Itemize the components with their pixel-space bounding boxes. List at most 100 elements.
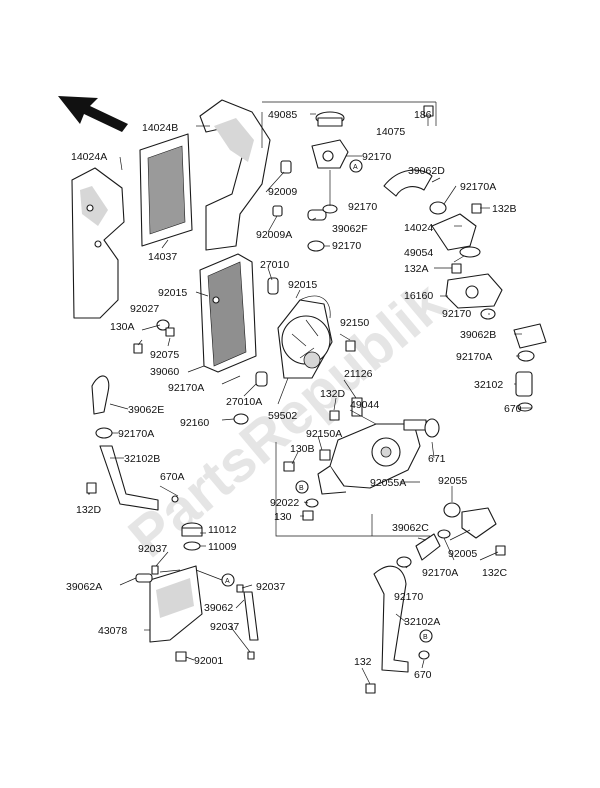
pipe-32102 — [515, 371, 533, 397]
label-130: 130 — [274, 511, 292, 523]
label-92037-1: 92037 — [138, 543, 167, 555]
label-670-2: 670 — [414, 669, 432, 681]
label-132: 132 — [354, 656, 372, 668]
label-39060: 39060 — [150, 366, 179, 378]
clip-92037-left — [151, 565, 159, 575]
label-92150: 92150 — [340, 317, 369, 329]
bolt-130B — [283, 461, 295, 472]
washer-92022 — [305, 498, 319, 508]
clamp-92170A-upper — [429, 201, 447, 215]
label-92001: 92001 — [194, 655, 223, 667]
clamp-92170-upper — [322, 204, 338, 214]
label-16160: 16160 — [404, 290, 433, 302]
clamp-92170A-right — [517, 350, 535, 362]
label-32102: 32102 — [474, 379, 503, 391]
hose-39062 — [243, 591, 259, 641]
label-92170-d: 92170 — [442, 308, 471, 320]
label-92170A-5: 92170A — [422, 567, 458, 579]
label-92022: 92022 — [270, 497, 299, 509]
label-92009: 92009 — [268, 186, 297, 198]
svg-text:B: B — [423, 634, 428, 641]
front-direction-arrow — [58, 96, 128, 132]
hose-39062E — [91, 375, 110, 415]
radiator-core-39060 — [199, 253, 257, 373]
label-132B: 132B — [492, 203, 517, 215]
label-132C: 132C — [482, 567, 508, 579]
label-11012: 11012 — [208, 524, 237, 536]
bolt-132C — [495, 545, 506, 556]
label-92055A: 92055A — [370, 477, 406, 489]
label-43078: 43078 — [98, 625, 127, 637]
bolt-132D-upper — [329, 410, 340, 421]
label-670-1: 670 — [504, 403, 522, 415]
label-49054: 49054 — [404, 247, 433, 259]
label-92170A-3: 92170A — [168, 382, 204, 394]
label-27010A: 27010A — [226, 396, 262, 408]
thermostat-cover-14024 — [431, 213, 477, 251]
label-39062E: 39062E — [128, 404, 164, 416]
clamp-92170-lower — [396, 556, 412, 568]
label-92170-e: 92170 — [394, 591, 423, 603]
bolt-186 — [423, 105, 434, 117]
label-92037-3: 92037 — [210, 621, 239, 633]
seal-11009 — [183, 541, 201, 551]
label-186: 186 — [414, 109, 432, 121]
o-ring-92055 — [443, 502, 461, 518]
grommet-92075 — [165, 327, 175, 337]
label-11009: 11009 — [208, 541, 237, 553]
callout-b-lower: B — [419, 629, 433, 643]
hose-39062B — [513, 323, 547, 349]
clamp-92170A-lower — [437, 529, 451, 539]
bolt-130 — [302, 510, 314, 521]
fan-wire — [299, 295, 331, 319]
radiator-screen-14037 — [139, 133, 193, 247]
label-21126: 21126 — [344, 368, 373, 380]
bolt-92009 — [280, 160, 292, 174]
label-59502: 59502 — [268, 410, 297, 422]
bracket-21126 — [351, 397, 363, 417]
thermostat-49054 — [459, 246, 481, 258]
reservoir-tank-43078 — [149, 565, 203, 643]
label-39062C: 39062C — [392, 522, 429, 534]
label-92150A: 92150A — [306, 428, 342, 440]
label-132D-2: 132D — [76, 504, 102, 516]
label-39062D: 39062D — [408, 165, 445, 177]
label-132A: 132A — [404, 263, 429, 275]
filler-neck-14075 — [311, 139, 349, 169]
bolt-132A — [451, 263, 462, 274]
label-671: 671 — [428, 453, 446, 465]
label-14024B: 14024B — [142, 122, 178, 134]
label-14024A: 14024A — [71, 151, 107, 163]
clip-92037-low — [247, 651, 255, 660]
clamp-92170-mid — [307, 240, 325, 252]
bolt-132-lower — [365, 683, 376, 694]
label-92015-2: 92015 — [288, 279, 317, 291]
side-shroud-14024A — [71, 167, 125, 319]
pump-group-box — [275, 442, 430, 537]
label-92027: 92027 — [130, 303, 159, 315]
hose-39062D — [383, 169, 433, 197]
label-39062A: 39062A — [66, 581, 102, 593]
upper-shroud-14024B — [199, 99, 271, 251]
label-92170A-4: 92170A — [118, 428, 154, 440]
part-labels: 14024B 14024A 14037 92009 92009A 49085 1… — [66, 109, 522, 681]
label-92170A-1: 92170A — [460, 181, 496, 193]
label-14024: 14024 — [404, 222, 433, 234]
hose-39062C — [415, 533, 441, 561]
switch-27010A — [255, 371, 268, 387]
label-14037: 14037 — [148, 251, 177, 263]
label-49044: 49044 — [350, 399, 379, 411]
bolt-130A — [133, 343, 143, 354]
clamp-92170A-left — [95, 427, 113, 439]
label-92055: 92055 — [438, 475, 467, 487]
label-39062: 39062 — [204, 602, 233, 614]
switch-27010 — [267, 277, 279, 295]
callout-b-mid: B — [295, 480, 309, 494]
bolt-92150 — [345, 340, 356, 352]
label-92037-2: 92037 — [256, 581, 285, 593]
hose-39062F — [307, 209, 327, 221]
svg-text:A: A — [225, 578, 230, 585]
o-ring-670A — [171, 495, 179, 503]
